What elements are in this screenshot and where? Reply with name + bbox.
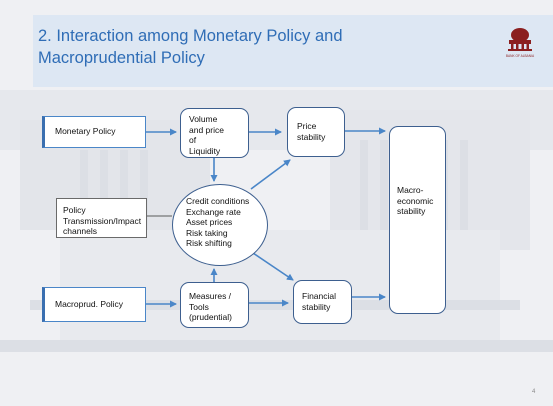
macro-stability-line-2: economic [397, 195, 434, 206]
transmission-list: Credit conditions Exchange rate Asset pr… [186, 196, 266, 249]
transmission-item: Risk shifting [186, 238, 232, 248]
macroprud-policy-box: Macroprud. Policy [42, 287, 146, 322]
liquidity-line-1: Volume [189, 114, 218, 124]
tools-box: Measures / Tools (prudential) [180, 282, 249, 328]
price-stability-line-1: Price [297, 121, 317, 131]
financial-stability-line-2: stability [302, 301, 331, 312]
financial-stability-box: Financial stability [293, 280, 352, 324]
channels-line-3: channels [63, 226, 98, 236]
title-band [33, 15, 553, 87]
liquidity-line-3: of [189, 135, 197, 145]
arrow-transmission-to-financial [252, 252, 294, 281]
slide-title: 2. Interaction among Monetary Policy and… [38, 25, 438, 69]
title-line-2: Macroprudential Policy [38, 49, 205, 67]
financial-stability-line-1: Financial [302, 291, 337, 301]
liquidity-box: Volume and price of Liquidity [180, 108, 249, 158]
page-number: 4 [532, 389, 536, 395]
arrow-transmission-to-price [250, 159, 291, 190]
monetary-policy-label: Monetary Policy [55, 126, 116, 136]
liquidity-line-4: Liquidity [189, 145, 221, 156]
tools-line-2: Tools [189, 301, 209, 312]
tools-line-1: Measures / [189, 291, 232, 301]
macro-stability-box: Macro- economic stability [389, 126, 446, 314]
price-stability-box: Price stability [287, 107, 345, 157]
transmission-item: Risk taking [186, 227, 228, 238]
transmission-circle [172, 184, 268, 266]
macro-stability-line-1: Macro- [397, 185, 424, 195]
monetary-policy-box: Monetary Policy [42, 116, 146, 148]
channels-line-2: Transmission/Impact [63, 215, 142, 226]
bank-logo-icon: BANK OF ALBANIA [506, 28, 535, 58]
transmission-item: Asset prices [186, 217, 233, 227]
transmission-item: Credit conditions [186, 196, 250, 206]
channels-box: Policy Transmission/Impact channels [56, 198, 147, 238]
macroprud-policy-label: Macroprud. Policy [55, 299, 124, 309]
logo-caption: BANK OF ALBANIA [506, 54, 535, 58]
macro-stability-line-3: stability [397, 206, 426, 216]
title-line-1: 2. Interaction among Monetary Policy and [38, 27, 343, 45]
tools-line-3: (prudential) [189, 312, 232, 322]
liquidity-line-2: and price [189, 124, 224, 135]
channels-line-1: Policy [63, 205, 86, 215]
transmission-item: Exchange rate [186, 206, 241, 217]
price-stability-line-2: stability [297, 131, 326, 142]
